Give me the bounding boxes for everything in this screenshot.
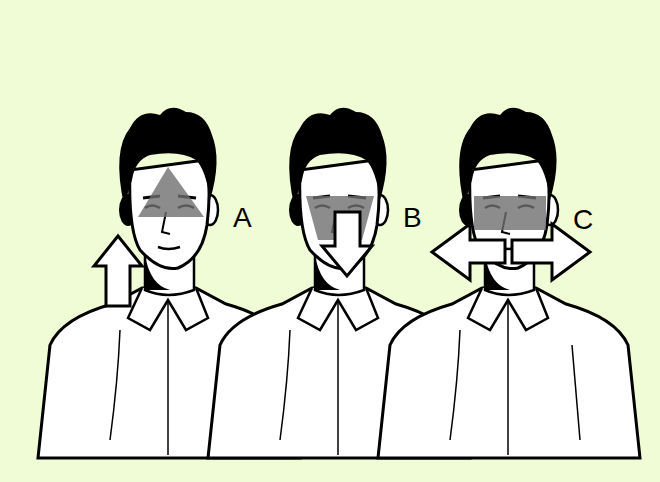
figure-c <box>378 108 640 458</box>
figure-label: C <box>573 206 593 234</box>
figure-label: B <box>403 204 422 232</box>
figure-label: A <box>233 204 252 232</box>
